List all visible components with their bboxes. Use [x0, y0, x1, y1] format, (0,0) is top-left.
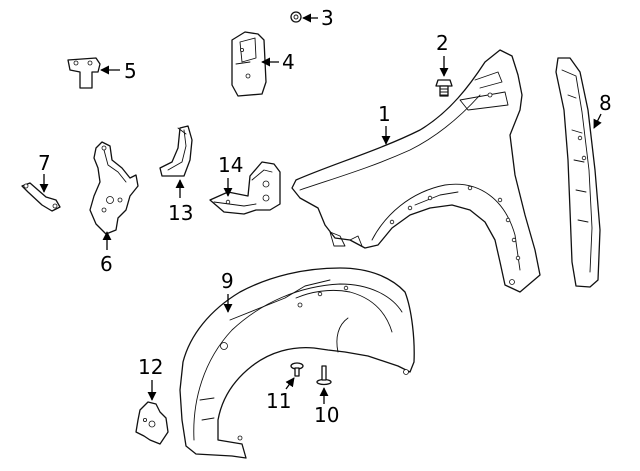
callout-10: 10 — [314, 387, 339, 427]
svg-text:2: 2 — [436, 31, 449, 55]
clip-nut-part — [290, 11, 302, 23]
svg-text:13: 13 — [168, 201, 193, 225]
splash-guard-part — [135, 401, 169, 445]
svg-text:3: 3 — [321, 6, 334, 30]
callout-14: 14 — [218, 153, 243, 197]
callout-9: 9 — [221, 269, 234, 313]
callout-8: 8 — [593, 91, 612, 129]
svg-text:12: 12 — [138, 355, 163, 379]
callout-11: 11 — [266, 377, 295, 413]
svg-text:1: 1 — [378, 102, 391, 126]
callout-5: 5 — [100, 59, 137, 83]
callout-12: 12 — [138, 355, 163, 401]
side-seal-part — [555, 57, 601, 288]
fender-part — [291, 49, 541, 293]
wheelhouse-liner-part — [179, 267, 415, 459]
mount-bracket-part — [89, 141, 139, 235]
small-bracket-part — [67, 57, 101, 89]
strap-bracket-part — [159, 125, 193, 177]
callout-2: 2 — [436, 31, 449, 77]
hinge-bracket-part — [209, 161, 281, 215]
svg-text:11: 11 — [266, 389, 291, 413]
bolt-part — [435, 79, 453, 97]
screw-part — [290, 362, 304, 377]
svg-text:9: 9 — [221, 269, 234, 293]
svg-text:5: 5 — [124, 59, 137, 83]
callout-7: 7 — [38, 151, 51, 193]
callout-1: 1 — [378, 102, 391, 145]
upper-bracket-part — [231, 31, 267, 97]
svg-text:14: 14 — [218, 153, 243, 177]
push-retainer-part — [316, 365, 332, 386]
svg-text:4: 4 — [282, 50, 295, 74]
callout-4: 4 — [261, 50, 295, 74]
svg-text:8: 8 — [599, 91, 612, 115]
callout-6: 6 — [100, 231, 113, 276]
svg-text:10: 10 — [314, 403, 339, 427]
callout-13: 13 — [168, 179, 193, 225]
rod-bracket-part — [21, 182, 61, 212]
callout-3: 3 — [302, 6, 334, 30]
svg-text:7: 7 — [38, 151, 51, 175]
svg-text:6: 6 — [100, 252, 113, 276]
